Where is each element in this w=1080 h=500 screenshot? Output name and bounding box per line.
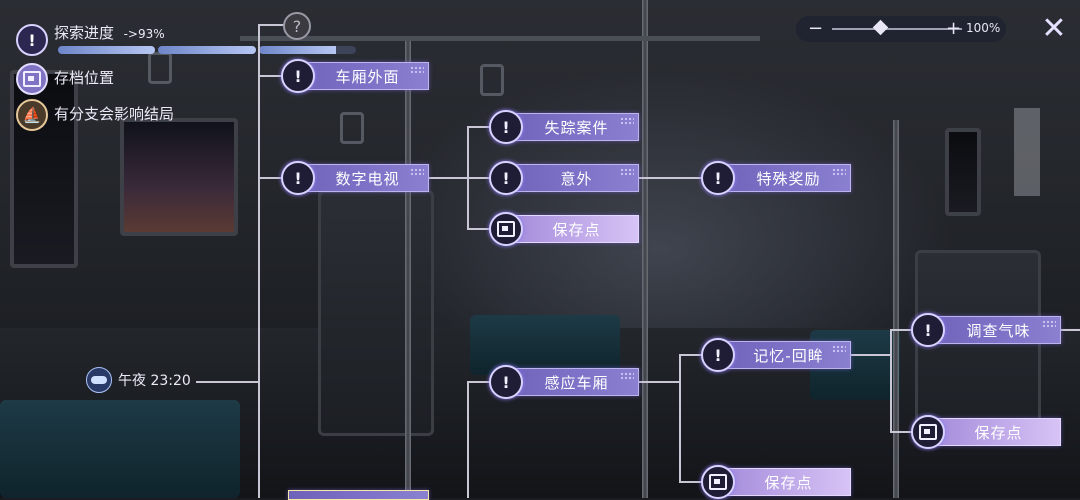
exclamation-icon: ! bbox=[489, 365, 523, 399]
save-icon bbox=[911, 415, 945, 449]
node-investigate-smell[interactable]: ! 调查气味 bbox=[911, 313, 1061, 347]
save-icon bbox=[701, 465, 735, 499]
zoom-value: 100% bbox=[966, 21, 1001, 35]
connector bbox=[1060, 329, 1080, 331]
close-icon: ✕ bbox=[1041, 10, 1067, 46]
connector bbox=[679, 481, 707, 483]
node-save-point-2[interactable]: 保存点 bbox=[701, 465, 851, 499]
zoom-thumb[interactable] bbox=[872, 19, 889, 36]
exclamation-icon: ! bbox=[701, 161, 735, 195]
connector bbox=[258, 177, 288, 179]
strap-handle bbox=[148, 52, 172, 84]
zoom-in-button[interactable]: + bbox=[946, 18, 962, 39]
exclamation-icon: ! bbox=[281, 59, 315, 93]
connector bbox=[467, 126, 469, 228]
close-button[interactable]: ✕ bbox=[1034, 8, 1074, 48]
connector bbox=[467, 126, 496, 128]
time-label: 午夜 23:20 bbox=[118, 373, 191, 389]
exclamation-icon: ! bbox=[911, 313, 945, 347]
seat-left bbox=[0, 400, 240, 498]
progress-label: 探索进度 ->93% bbox=[54, 24, 165, 42]
train-window-right bbox=[945, 128, 981, 216]
connector bbox=[890, 329, 892, 431]
connector bbox=[890, 431, 918, 433]
seat-center bbox=[470, 315, 620, 375]
connector bbox=[467, 381, 469, 498]
legend-branch-label: 有分支会影响结局 bbox=[54, 105, 175, 123]
zoom-slider[interactable]: − + 100% bbox=[796, 16, 1006, 42]
pole-right bbox=[893, 120, 899, 498]
zoom-track[interactable] bbox=[832, 28, 962, 30]
zoom-out-button[interactable]: − bbox=[808, 18, 824, 39]
connector bbox=[467, 228, 496, 230]
strap-handle bbox=[340, 112, 364, 144]
exploration-progress-bar bbox=[58, 46, 356, 54]
route-map bbox=[1014, 108, 1040, 196]
connector bbox=[679, 354, 681, 481]
connector bbox=[638, 381, 680, 383]
connector bbox=[679, 354, 707, 356]
exclamation-icon: ! bbox=[281, 161, 315, 195]
connector bbox=[638, 177, 708, 179]
node-digital-tv[interactable]: ! 数字电视 bbox=[281, 161, 429, 195]
save-icon bbox=[489, 212, 523, 246]
locked-node-question-icon[interactable]: ? bbox=[283, 12, 311, 40]
node-save-point-3[interactable]: 保存点 bbox=[911, 415, 1061, 449]
save-icon bbox=[16, 63, 48, 95]
exclamation-icon: ! bbox=[489, 110, 523, 144]
connector bbox=[258, 24, 284, 26]
strap-handle bbox=[480, 64, 504, 96]
node-save-point-1[interactable]: 保存点 bbox=[489, 212, 639, 246]
hand-rail bbox=[240, 36, 760, 41]
node-memory-recall[interactable]: ! 记忆-回眸 bbox=[701, 338, 851, 372]
train-window-far-left bbox=[10, 70, 78, 268]
train-window-left bbox=[120, 118, 238, 236]
node-missing-case[interactable]: ! 失踪案件 bbox=[489, 110, 639, 144]
tree-trunk-line bbox=[258, 24, 260, 498]
node-accident[interactable]: ! 意外 bbox=[489, 161, 639, 195]
connector bbox=[428, 177, 496, 179]
cloud-icon bbox=[86, 367, 112, 393]
pole-center bbox=[642, 0, 648, 498]
node-carriage-exterior[interactable]: ! 车厢外面 bbox=[281, 59, 429, 93]
connector bbox=[849, 354, 891, 356]
exclamation-icon: ! bbox=[489, 161, 523, 195]
progress-exclamation-icon: ! bbox=[16, 24, 48, 56]
exclamation-icon: ! bbox=[701, 338, 735, 372]
connector bbox=[196, 381, 258, 383]
connector bbox=[890, 329, 918, 331]
connector bbox=[467, 381, 496, 383]
branch-sail-icon: ⛵ bbox=[16, 99, 48, 131]
node-partially-visible[interactable] bbox=[288, 490, 429, 500]
legend-save-label: 存档位置 bbox=[54, 69, 115, 87]
node-special-reward[interactable]: ! 特殊奖励 bbox=[701, 161, 851, 195]
train-door-left bbox=[318, 190, 434, 436]
pole-left bbox=[405, 40, 411, 498]
connector bbox=[258, 75, 288, 77]
time-badge: 午夜 23:20 bbox=[86, 367, 191, 393]
node-sense-carriage[interactable]: ! 感应车厢 bbox=[489, 365, 639, 399]
